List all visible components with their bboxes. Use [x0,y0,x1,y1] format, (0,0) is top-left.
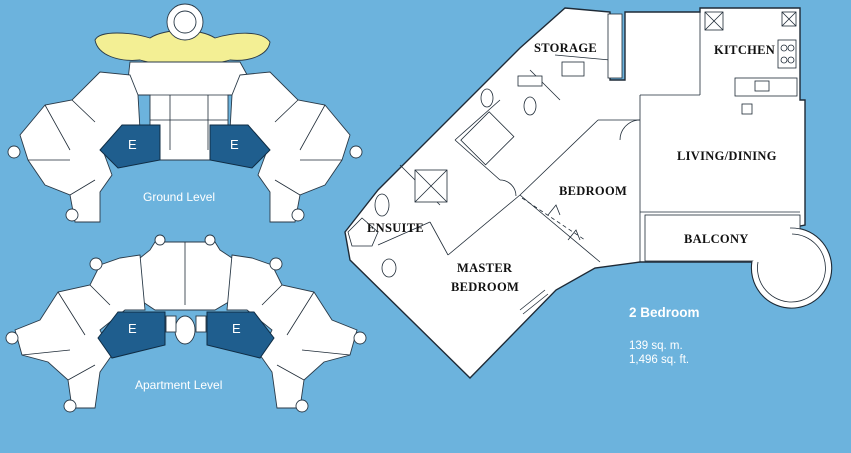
apartment-right-wing [226,254,358,409]
ground-unit-e-right [209,124,271,169]
unit-area-imperial: 1,496 sq. ft. [629,354,690,366]
room-label-ensuite: ENSUITE [367,221,424,235]
ground-unit-e-left [99,124,161,169]
apartment-level-label: Apartment Level [135,378,222,392]
apartment-stair [174,315,196,345]
ground-unit-e-right-label: E [230,137,239,152]
ground-level-site-plan: E E Ground Level [7,3,363,223]
ensuite-toilet [374,193,390,217]
apartment-unit-e-right-label: E [232,321,241,336]
storage-sink [561,61,585,77]
ensuite-basin [381,258,397,278]
room-label-master-line2: BEDROOM [451,280,519,294]
room-label-storage: STORAGE [534,41,597,55]
cooktop [777,39,797,69]
apartment-left-wing [14,254,146,409]
ground-unit-e-left-label: E [128,137,137,152]
apartment-core [139,241,233,311]
room-label-kitchen: KITCHEN [714,43,775,57]
room-label-living-dining: LIVING/DINING [677,149,777,163]
apartment-unit-e-left-label: E [128,321,137,336]
closet-shelf [607,13,623,79]
apartment-unit-e-right [206,311,275,359]
room-label-master-line1: MASTER [457,261,513,275]
ensuite-tub [347,217,379,247]
pool-deck [94,30,271,65]
unit-type-title: 2 Bedroom [629,305,700,320]
balcony-round [751,227,832,309]
bathtub [460,111,515,166]
unit-floor-plan: STORAGE KITCHEN LIVING/DINING BEDROOM EN… [344,7,833,379]
apartment-unit-e-left [97,311,166,359]
toilet-2 [523,96,537,116]
toilet-1 [480,88,494,108]
apartment-level-site-plan: E E Apartment Level [5,234,367,413]
pool-rotunda-inner [173,10,197,34]
room-label-balcony: BALCONY [684,232,749,246]
unit-area-metric: 139 sq. m. [629,340,683,352]
ground-level-label: Ground Level [143,190,215,204]
room-label-bedroom: BEDROOM [559,184,627,198]
